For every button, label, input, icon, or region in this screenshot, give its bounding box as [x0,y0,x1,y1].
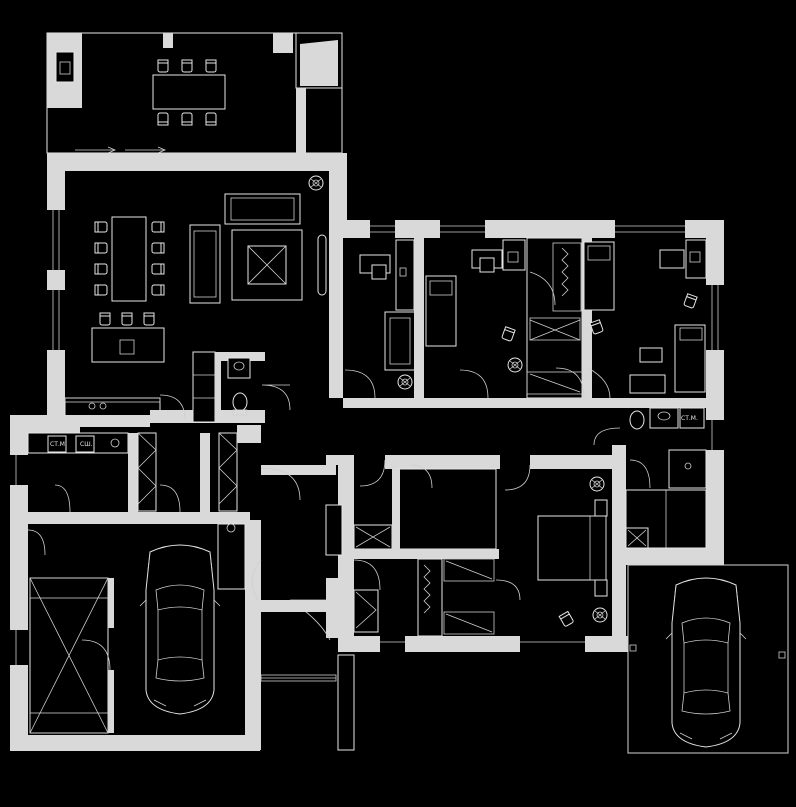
corridor-wall-lower [385,455,500,469]
lower-bathroom [353,459,531,550]
terrace [46,32,343,154]
closet-1 [526,237,592,399]
terrace-dining-set [152,59,226,126]
master-bedroom [537,476,608,628]
dryer-label: СШ. [80,441,93,448]
hallway [251,455,355,751]
washer-label: СТ.М. [50,441,67,448]
corridor-wall [343,398,615,408]
bathroom-2: СТ.М. [593,398,710,549]
kitchen-island [91,312,165,363]
kitchen-counter [64,397,265,427]
closet-2 [353,549,521,637]
washer-label-2: СТ.М. [681,415,698,422]
windows [10,210,724,665]
corridor-wall-lower-right [530,455,612,469]
door-swing [159,394,186,421]
laundry-room: СТ.М. СШ. [27,425,261,513]
plant-icon [308,175,324,191]
bedroom-study [344,238,424,399]
carport [627,564,789,754]
guest-wc [192,351,291,423]
bedroom-2 [425,239,526,399]
sofa-set [189,193,327,304]
bedroom-3 [555,239,707,399]
garage [27,523,246,734]
dining-table [94,216,165,302]
